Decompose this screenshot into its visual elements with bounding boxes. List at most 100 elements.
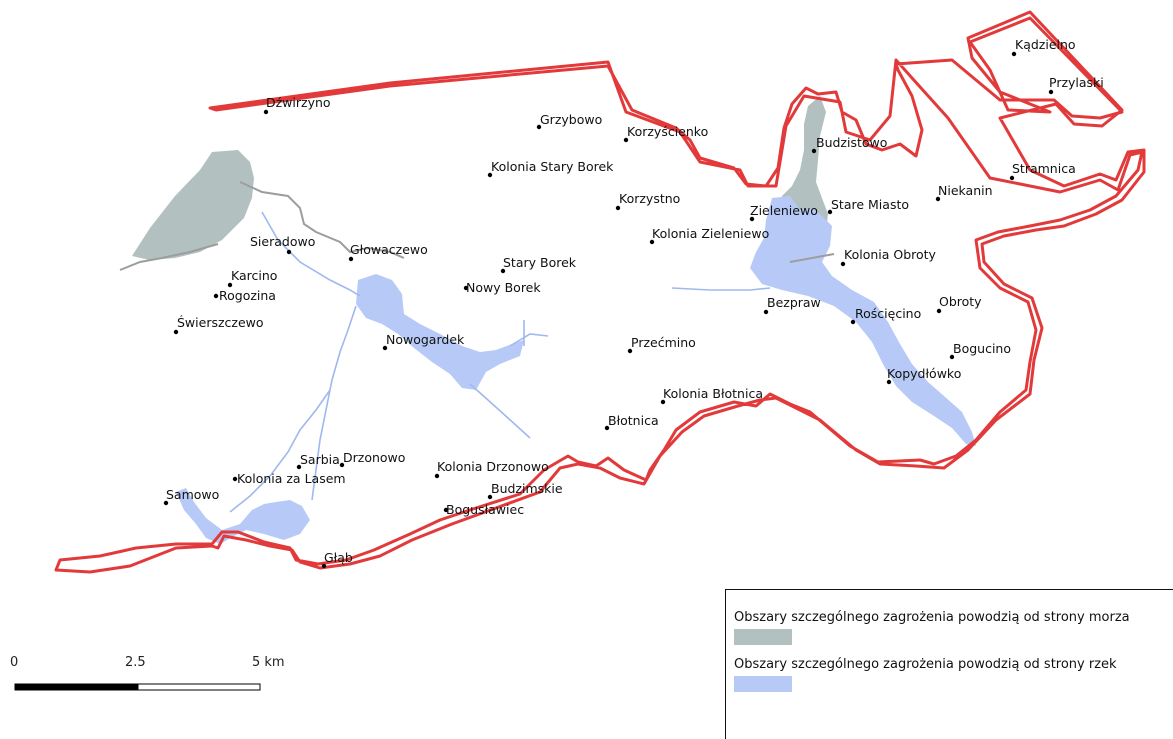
place-dot	[173, 329, 179, 335]
place-dot	[487, 494, 493, 500]
place-label: Karcino	[231, 268, 277, 283]
place-marker: Sarbia	[296, 452, 340, 470]
place-label: Stramnica	[1012, 161, 1076, 176]
place-dot	[339, 462, 345, 468]
place-marker: Kolonia za Lasem	[232, 471, 346, 486]
place-marker: Kolonia Obroty	[840, 247, 937, 267]
place-dot	[936, 308, 942, 314]
place-dot	[213, 293, 219, 299]
place-marker: Stary Borek	[500, 255, 577, 274]
place-label: Głąb	[324, 550, 353, 565]
place-label: Niekanin	[938, 183, 993, 198]
place-marker: Kolonia Zieleniewo	[649, 226, 769, 245]
place-marker: Korzyścienko	[623, 124, 708, 143]
place-marker: Rościęcino	[850, 306, 921, 325]
place-marker: Budzistowo	[811, 135, 887, 154]
legend-item-river: Obszary szczególnego zagrożenia powodzią…	[734, 657, 1173, 692]
place-dot	[296, 464, 302, 470]
place-dot	[232, 476, 238, 482]
place-label: Obroty	[939, 294, 982, 309]
sea-flood-area-west	[132, 150, 254, 260]
place-marker: Bogusławiec	[443, 502, 524, 517]
place-markers: KądzielnoPrzylaskiDźwirzynoGrzybowoKorzy…	[163, 37, 1104, 569]
river-line-southeast	[469, 383, 531, 439]
place-dot	[434, 473, 440, 479]
place-label: Głowaczewo	[350, 242, 428, 257]
map-legend: Obszary szczególnego zagrożenia powodzią…	[725, 589, 1173, 739]
place-label: Świerszczewo	[177, 315, 264, 330]
place-dot	[949, 354, 955, 360]
place-dot	[660, 399, 666, 405]
place-label: Rościęcino	[855, 306, 921, 321]
place-marker: Głowaczewo	[348, 242, 428, 262]
place-marker: Dźwirzyno	[263, 95, 331, 115]
place-marker: Korzystno	[615, 191, 680, 211]
legend-swatch-sea	[734, 629, 792, 645]
place-marker: Kolonia Drzonowo	[434, 459, 549, 479]
place-label: Przećmino	[631, 335, 696, 350]
place-dot	[763, 309, 769, 315]
place-marker: Nowogardek	[382, 332, 465, 351]
scale-bar-label-mid: 2.5	[125, 655, 146, 670]
place-dot	[615, 205, 621, 211]
place-label: Bezpraw	[767, 295, 821, 310]
place-marker: Przećmino	[627, 335, 696, 354]
place-marker: Kądzielno	[1011, 37, 1076, 57]
legend-swatch-river	[734, 676, 792, 692]
place-marker: Świerszczewo	[173, 315, 264, 335]
sea-flood-zones	[132, 96, 828, 272]
scale-bar-label-0: 0	[10, 655, 18, 670]
place-label: Kolonia Błotnica	[663, 386, 763, 401]
place-marker: Sieradowo	[250, 234, 315, 255]
place-label: Korzyścienko	[627, 124, 708, 139]
place-dot	[500, 268, 506, 274]
place-label: Dźwirzyno	[266, 95, 331, 110]
place-marker: Niekanin	[935, 183, 993, 202]
river-flood-eastern-lake	[750, 196, 976, 446]
place-dot	[348, 256, 354, 262]
place-dot	[627, 348, 633, 354]
scale-bar-label-end: 5 km	[252, 655, 285, 670]
place-marker: Kopydłówko	[886, 366, 961, 385]
place-label: Zieleniewo	[750, 203, 818, 218]
place-label: Sarbia	[300, 452, 340, 467]
place-marker: Drzonowo	[339, 450, 405, 468]
place-label: Nowogardek	[386, 332, 465, 347]
place-label: Kolonia Zieleniewo	[652, 226, 769, 241]
place-marker: Głąb	[321, 550, 353, 569]
place-label: Korzystno	[619, 191, 680, 206]
road-west	[119, 243, 219, 271]
place-marker: Samowo	[163, 487, 219, 506]
place-marker: Karcino	[227, 268, 277, 288]
place-dot	[935, 196, 941, 202]
place-marker: Zieleniewo	[749, 203, 818, 222]
place-label: Przylaski	[1049, 75, 1104, 90]
river-line-west	[261, 211, 361, 297]
place-dot	[886, 379, 892, 385]
place-dot	[623, 137, 629, 143]
place-label: Bogucino	[953, 341, 1011, 356]
river-lines	[229, 211, 771, 513]
place-label: Stare Miasto	[831, 197, 909, 212]
roads	[119, 181, 835, 271]
place-label: Kolonia Obroty	[844, 247, 937, 262]
place-dot	[1009, 175, 1015, 181]
place-dot	[604, 425, 610, 431]
place-dot	[850, 319, 856, 325]
place-marker: Przylaski	[1048, 75, 1104, 95]
scale-bar-segment-1	[14, 683, 139, 691]
legend-label-river: Obszary szczególnego zagrożenia powodzią…	[734, 657, 1117, 672]
road-east	[789, 253, 835, 263]
place-label: Kolonia Stary Borek	[491, 159, 614, 174]
place-dot	[382, 345, 388, 351]
river-flood-central-lake	[356, 274, 524, 390]
river-line-bezpraw	[671, 287, 771, 291]
place-dot	[443, 507, 449, 513]
road-coastal	[239, 181, 405, 259]
place-dot	[827, 209, 833, 215]
place-label: Sieradowo	[250, 234, 315, 249]
place-marker: Stare Miasto	[827, 197, 909, 215]
place-dot	[1048, 89, 1054, 95]
place-dot	[321, 563, 327, 569]
